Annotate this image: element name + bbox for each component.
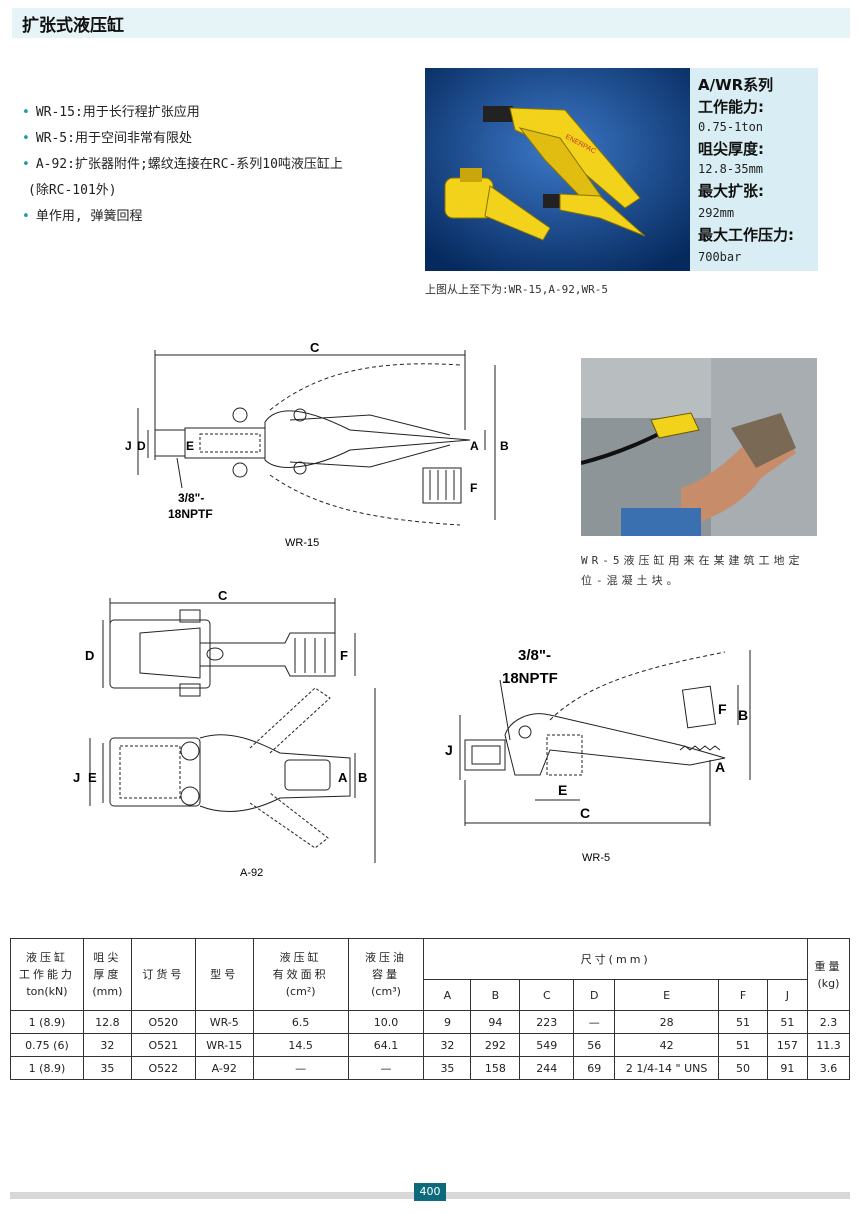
tip-thickness-value: 12.8-35mm [698, 162, 764, 176]
max-pressure-value: 700bar [698, 250, 742, 264]
bullet-icon: • [22, 209, 30, 224]
product-photo: ENERPAC [425, 68, 690, 271]
svg-text:E: E [186, 439, 194, 453]
svg-text:A: A [338, 770, 348, 785]
header-oil-capacity: 液压油容量(cm³) [347, 938, 425, 1011]
series-label: A/WR系列 [698, 76, 774, 94]
feature-item: •单作用, 弹簧回程 [22, 209, 143, 224]
svg-text:A: A [470, 439, 479, 453]
jobsite-caption-line2: 位-混凝土块。 [581, 574, 682, 587]
feature-item: •A-92:扩张器附件;螺纹连接在RC-系列10吨液压缸上 [22, 157, 343, 172]
product-photo-illustration: ENERPAC [425, 68, 690, 271]
jobsite-caption-line1: WR-5液压缸用来在某建筑工地定 [581, 554, 804, 567]
spec-box: A/WR系列 工作能力: 0.75-1ton 咀尖厚度: 12.8-35mm 最… [690, 68, 818, 271]
svg-text:D: D [137, 439, 146, 453]
feature-list: •WR-15:用于长行程扩张应用 •WR-5:用于空间非常有限处 •A-92:扩… [22, 100, 402, 230]
wr5-diagram: 3/8"- 18NPTF J E C F B A WR-5 [445, 647, 751, 864]
header-dim-b: B [470, 979, 521, 1011]
a92-diagram: C D F J E A B A-92 [73, 588, 376, 879]
svg-text:C: C [580, 805, 590, 821]
header-dim-c: C [519, 979, 575, 1011]
header-dim-a: A [423, 979, 472, 1011]
header-dim-e: E [614, 979, 720, 1011]
svg-text:C: C [310, 340, 320, 355]
header-effective-area: 液压缸有效面积(cm²) [252, 938, 349, 1011]
bullet-icon: • [22, 157, 30, 172]
jobsite-photo [581, 358, 817, 536]
header-weight: 重量(kg) [806, 938, 851, 1011]
svg-text:J: J [125, 439, 132, 453]
svg-text:C: C [218, 588, 228, 603]
max-pressure-label: 最大工作压力: [698, 226, 794, 244]
feature-item-continued: (除RC-101外) [28, 183, 117, 198]
feature-item: •WR-5:用于空间非常有限处 [22, 131, 192, 146]
svg-text:B: B [738, 707, 748, 723]
bullet-icon: • [22, 105, 30, 120]
svg-text:A-92: A-92 [240, 867, 263, 879]
header-dimensions: 尺寸(mm) [423, 938, 808, 980]
page-title: 扩张式液压缸 [22, 16, 124, 36]
svg-text:F: F [470, 481, 477, 495]
svg-text:18NPTF: 18NPTF [502, 670, 558, 687]
svg-text:3/8"-: 3/8"- [518, 647, 551, 664]
svg-text:3/8"-: 3/8"- [178, 491, 204, 505]
svg-text:E: E [558, 782, 567, 798]
photo-caption: 上图从上至下为:WR-15,A-92,WR-5 [425, 283, 608, 296]
bullet-icon: • [22, 131, 30, 146]
header-model: 型号 [194, 938, 254, 1011]
capacity-label: 工作能力: [698, 98, 764, 116]
page-title-bar: 扩张式液压缸 [12, 8, 850, 38]
svg-text:D: D [85, 648, 94, 663]
svg-text:E: E [88, 770, 97, 785]
svg-text:J: J [445, 742, 453, 758]
wr15-diagram: C J D E A B F 3/8"- 18NPTF WR-15 [125, 340, 509, 549]
svg-text:F: F [340, 648, 348, 663]
svg-text:F: F [718, 701, 727, 717]
svg-text:A: A [715, 759, 725, 775]
svg-text:18NPTF: 18NPTF [168, 507, 213, 521]
svg-text:J: J [73, 770, 80, 785]
header-dim-j: J [766, 979, 808, 1011]
max-spread-value: 292mm [698, 206, 735, 220]
header-dim-f: F [718, 979, 768, 1011]
header-tip-thickness: 咀尖厚度(mm) [82, 938, 132, 1011]
jobsite-photo-illustration [581, 358, 817, 536]
svg-text:B: B [358, 770, 367, 785]
tip-thickness-label: 咀尖厚度: [698, 140, 764, 158]
capacity-value: 0.75-1ton [698, 120, 764, 134]
header-dim-d: D [573, 979, 616, 1011]
feature-item: •WR-15:用于长行程扩张应用 [22, 105, 200, 120]
page-number: 400 [414, 1183, 446, 1201]
svg-text:WR-15: WR-15 [285, 537, 319, 549]
header-order-number: 订货号 [130, 938, 196, 1011]
svg-text:B: B [500, 439, 509, 453]
max-spread-label: 最大扩张: [698, 182, 764, 200]
svg-text:WR-5: WR-5 [582, 852, 610, 864]
